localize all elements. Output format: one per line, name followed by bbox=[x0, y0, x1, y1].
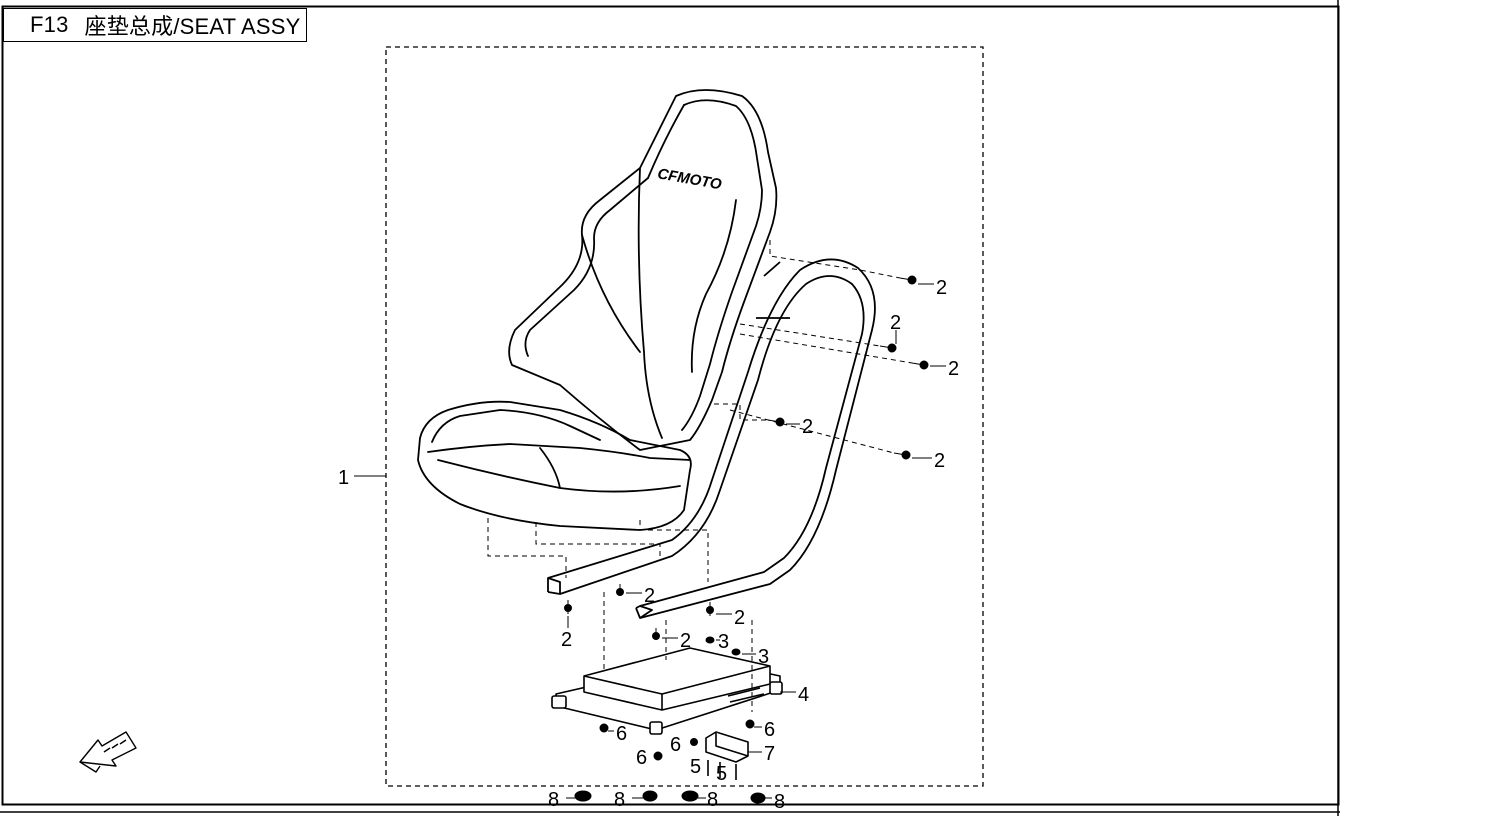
assembly-lines bbox=[487, 240, 913, 712]
assembly-boundary bbox=[385, 46, 984, 787]
callout-screw: 2 bbox=[934, 450, 945, 472]
callout-nut: 3 bbox=[758, 646, 769, 668]
hardware-parts bbox=[564, 275, 929, 804]
diagram-code: F13 bbox=[30, 12, 69, 37]
callout-screw: 2 bbox=[644, 585, 655, 607]
seat-part: CFMOTO bbox=[417, 89, 778, 531]
mount-plate-part bbox=[551, 647, 783, 735]
callout-screw: 2 bbox=[734, 607, 745, 629]
brand-text: CFMOTO bbox=[656, 165, 723, 193]
leader-lines bbox=[354, 283, 946, 799]
callout-washer: 6 bbox=[636, 747, 647, 769]
callout-grommet: 8 bbox=[548, 789, 559, 811]
callout-screw: 2 bbox=[680, 630, 691, 652]
callout-bolt: 5 bbox=[690, 756, 701, 778]
callout-seat: 1 bbox=[338, 467, 349, 489]
bracket-part bbox=[705, 731, 749, 780]
callout-screw: 2 bbox=[890, 312, 901, 334]
callout-screw: 2 bbox=[561, 629, 572, 651]
callout-nut: 3 bbox=[718, 631, 729, 653]
callout-washer: 6 bbox=[764, 719, 775, 741]
callout-bolt: 5 bbox=[716, 763, 727, 785]
diagram-name: 座垫总成/SEAT ASSY bbox=[84, 14, 301, 39]
seat-frame-part bbox=[547, 258, 876, 619]
callout-washer: 6 bbox=[616, 723, 627, 745]
callout-grommet: 8 bbox=[774, 791, 785, 813]
front-arrow-icon bbox=[79, 731, 137, 773]
callout-grommet: 8 bbox=[614, 789, 625, 811]
callout-washer: 6 bbox=[670, 734, 681, 756]
callout-plate: 4 bbox=[798, 684, 809, 706]
diagram-title: F13 座垫总成/SEAT ASSY bbox=[3, 8, 307, 42]
callout-bracket: 7 bbox=[764, 743, 775, 765]
callout-grommet: 8 bbox=[707, 789, 718, 811]
callout-screw: 2 bbox=[936, 277, 947, 299]
callout-screw: 2 bbox=[802, 416, 813, 438]
callout-screw: 2 bbox=[948, 358, 959, 380]
